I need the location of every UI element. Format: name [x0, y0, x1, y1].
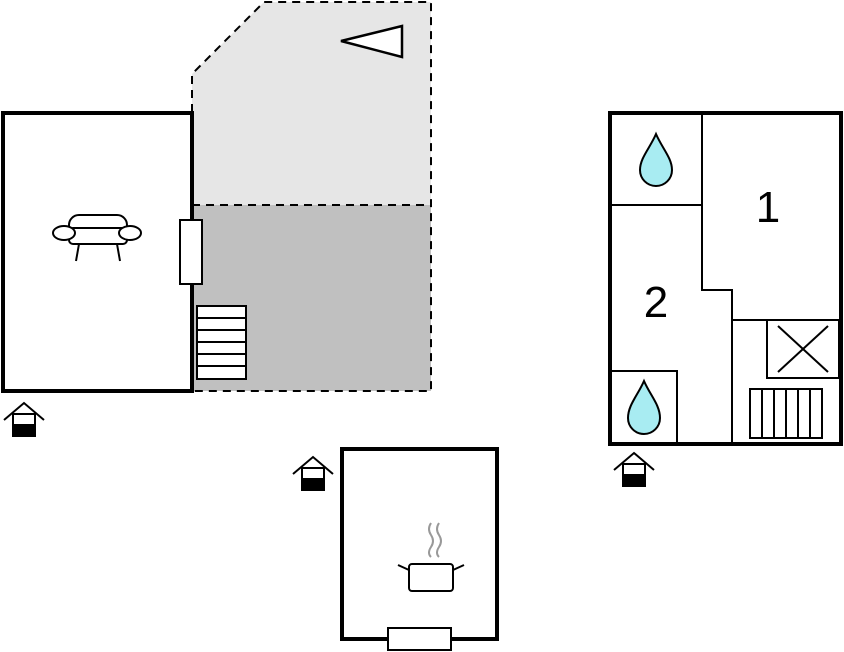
- room-number-2: 2: [644, 278, 668, 327]
- cooking-pot-icon: [397, 522, 465, 592]
- terrace-dashed-outline: [191, 1, 432, 392]
- compass-arrow-icon: [340, 24, 404, 59]
- stairs-icon: [196, 305, 247, 380]
- water-drop-icon: [638, 131, 674, 187]
- box-x-icon: [766, 319, 840, 379]
- window-icon: [179, 219, 203, 285]
- room-number-1: 1: [756, 183, 780, 232]
- window-icon: [387, 627, 452, 651]
- living-room: [1, 111, 203, 393]
- entrance-house-icon: [3, 401, 45, 437]
- bedroom-building: 1 2: [608, 111, 843, 446]
- kitchen: [340, 447, 499, 651]
- terrace-upper-area: [192, 2, 431, 205]
- stairs-icon: [749, 388, 823, 439]
- terrace: [191, 1, 432, 392]
- entrance-house-icon: [613, 451, 655, 487]
- entrance-house-icon: [292, 455, 334, 491]
- water-drop-icon: [626, 378, 662, 435]
- sofa-icon: [52, 214, 142, 262]
